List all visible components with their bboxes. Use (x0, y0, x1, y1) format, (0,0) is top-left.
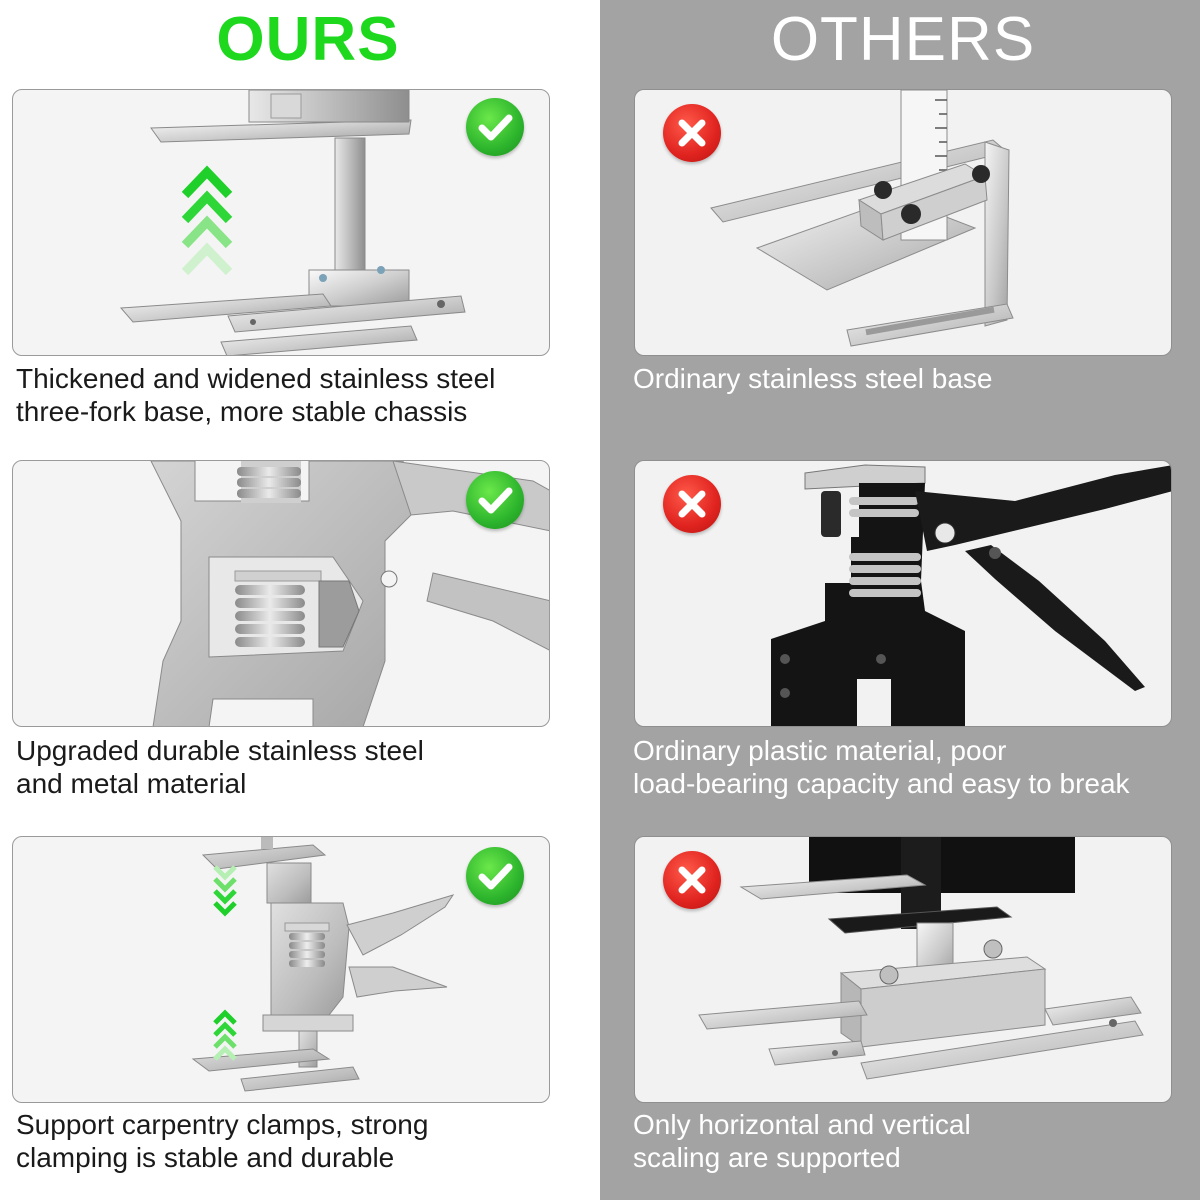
others-base-caption: Ordinary stainless steel base (633, 362, 1200, 395)
others-material-panel (634, 460, 1172, 727)
caption-line: clamping is stable and durable (16, 1142, 395, 1173)
ours-clamp-illustration (191, 837, 455, 1092)
x-circle-icon (663, 851, 721, 909)
caption-line: three-fork base, more stable chassis (16, 396, 468, 427)
caption-line: and metal material (16, 768, 247, 799)
caption-line: scaling are supported (633, 1142, 901, 1173)
others-base-panel (634, 89, 1172, 356)
chevrons-up-icon (213, 1009, 237, 1061)
ours-material-caption: Upgraded durable stainless steel and met… (16, 734, 586, 800)
others-clamp-panel (634, 836, 1172, 1103)
caption-line: Ordinary stainless steel base (633, 363, 993, 394)
ours-clamp-caption: Support carpentry clamps, strong clampin… (16, 1108, 586, 1174)
others-clamp-caption: Only horizontal and vertical scaling are… (633, 1108, 1200, 1174)
caption-line: Support carpentry clamps, strong (16, 1109, 429, 1140)
ours-base-caption: Thickened and widened stainless steel th… (16, 362, 586, 428)
ours-clamp-panel (12, 836, 550, 1103)
chevrons-up-icon (181, 165, 233, 276)
check-circle-icon (466, 471, 524, 529)
ours-heading: OURS (216, 5, 400, 74)
caption-line: Ordinary plastic material, poor (633, 735, 1007, 766)
caption-line: Thickened and widened stainless steel (16, 363, 496, 394)
others-base-illustration (710, 90, 1014, 347)
x-circle-icon (663, 475, 721, 533)
others-heading: OTHERS (770, 5, 1036, 74)
others-material-illustration (771, 464, 1171, 726)
x-circle-icon (663, 104, 721, 162)
others-material-caption: Ordinary plastic material, poor load-bea… (633, 734, 1200, 800)
ours-base-panel (12, 89, 550, 356)
ours-base-illustration (119, 90, 466, 355)
check-circle-icon (466, 847, 524, 905)
check-circle-icon (466, 98, 524, 156)
caption-line: load-bearing capacity and easy to break (633, 768, 1130, 799)
others-clamp-illustration (698, 837, 1144, 1080)
ours-material-panel (12, 460, 550, 727)
chevrons-down-icon (213, 865, 237, 917)
caption-line: Only horizontal and vertical (633, 1109, 971, 1140)
caption-line: Upgraded durable stainless steel (16, 735, 424, 766)
